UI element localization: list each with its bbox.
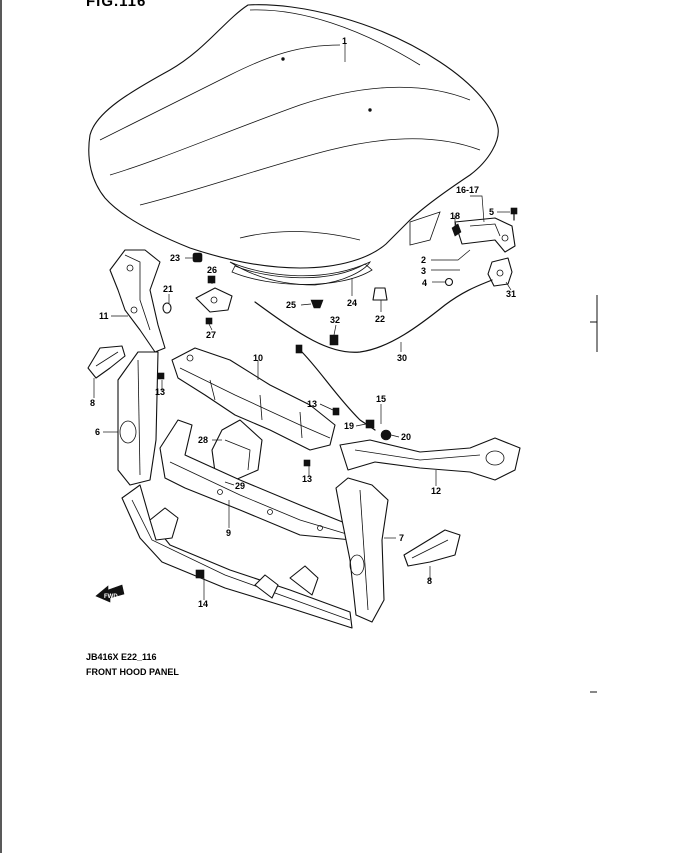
cable-end [295, 344, 303, 354]
bolt-5 [510, 207, 518, 221]
callout-26: 26 [207, 265, 217, 275]
clip-20 [380, 429, 392, 441]
callout-25: 25 [286, 300, 296, 310]
callout-4: 4 [422, 278, 427, 288]
lower-reinforcement [121, 484, 353, 629]
callout-5: 5 [489, 207, 494, 217]
callout-13-c: 13 [302, 474, 312, 484]
hood-panel [88, 4, 499, 286]
callout-14: 14 [198, 599, 208, 609]
upper-side-member-left [109, 249, 166, 353]
bolt-4 [444, 277, 454, 287]
callout-labels: 1 2 3 4 5 6 7 8 8 9 10 11 12 13 13 13 14… [90, 36, 516, 609]
callout-18: 18 [450, 211, 460, 221]
bracket-8-right [403, 529, 461, 567]
callout-9: 9 [226, 528, 231, 538]
callout-13-b: 13 [307, 399, 317, 409]
callout-22: 22 [375, 314, 385, 324]
callout-8-right: 8 [427, 576, 432, 586]
callout-16-17: 16-17 [456, 185, 479, 195]
callout-31: 31 [506, 289, 516, 299]
bolt-13-a [157, 372, 165, 380]
callout-19: 19 [344, 421, 354, 431]
callout-27: 27 [206, 330, 216, 340]
callout-3: 3 [421, 266, 426, 276]
hood-latch [195, 275, 233, 325]
callout-11: 11 [99, 311, 109, 321]
callout-29: 29 [235, 481, 245, 491]
hood-hinge [454, 217, 516, 253]
cable-15 [299, 349, 376, 431]
clip-18 [451, 223, 462, 237]
callout-28: 28 [198, 435, 208, 445]
figure-title: FIG.116 [86, 0, 147, 10]
callout-1: 1 [342, 36, 347, 46]
bumper-23 [192, 252, 203, 263]
callout-20: 20 [401, 432, 411, 442]
callout-7: 7 [399, 533, 404, 543]
callout-24: 24 [347, 298, 357, 308]
model-code: JB416X E22_116 [86, 652, 157, 662]
grommet-32 [329, 334, 339, 346]
stay-25 [310, 299, 324, 309]
side-member-right [339, 437, 521, 481]
side-panel-left [117, 351, 159, 486]
leader-lines [93, 44, 512, 600]
callout-32: 32 [330, 315, 340, 325]
upper-member [171, 347, 336, 451]
hood-lock [487, 257, 513, 287]
callout-12: 12 [431, 486, 441, 496]
caption-title: FRONT HOOD PANEL [86, 667, 179, 677]
hood-seal [231, 263, 373, 285]
bolt-13-c [303, 459, 311, 467]
figure-caption-block: JB416X E22_116 FRONT HOOD PANEL [86, 650, 179, 680]
cushion-21 [162, 302, 172, 314]
callout-21: 21 [163, 284, 173, 294]
callout-2: 2 [421, 255, 426, 265]
forward-arrow: FWD [95, 584, 125, 603]
callout-6: 6 [95, 427, 100, 437]
callout-13-a: 13 [155, 387, 165, 397]
side-panel-right [335, 477, 389, 623]
clip-22 [372, 287, 388, 301]
release-cable [254, 279, 493, 353]
callout-10: 10 [253, 353, 263, 363]
callout-8-left: 8 [90, 398, 95, 408]
callout-15: 15 [376, 394, 386, 404]
bolt-13-b [332, 407, 340, 416]
bracket-8-left [87, 345, 126, 379]
forward-marker: FWD [104, 594, 118, 600]
callout-30: 30 [397, 353, 407, 363]
clip-19 [365, 419, 375, 429]
callout-23: 23 [170, 253, 180, 263]
